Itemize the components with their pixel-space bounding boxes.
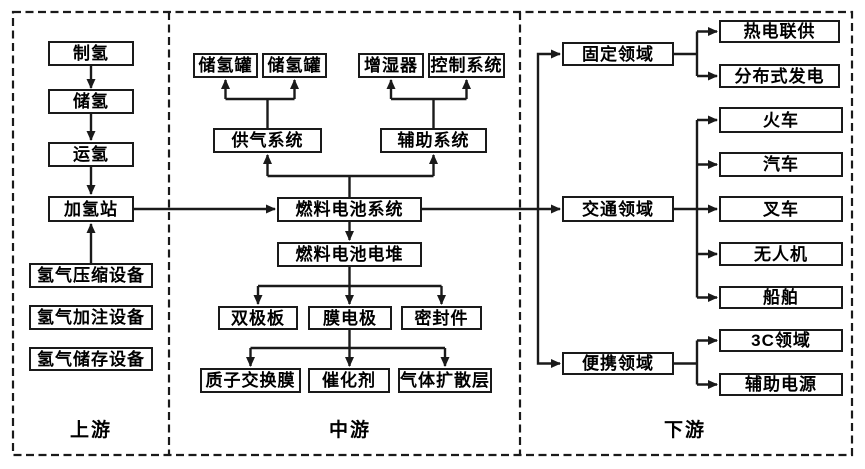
connectors bbox=[86, 27, 718, 389]
node-chp: 热电联供 bbox=[719, 20, 840, 43]
node-filling-equipment: 氢气加注设备 bbox=[29, 305, 153, 330]
node-fuel-cell-system: 燃料电池系统 bbox=[277, 197, 422, 222]
node-gas-diffusion-layer: 气体扩散层 bbox=[398, 368, 492, 393]
node-hydrogen-tank-1: 储氢罐 bbox=[193, 53, 258, 78]
node-bipolar-plate: 双极板 bbox=[218, 306, 298, 330]
node-humidifier: 增湿器 bbox=[358, 53, 424, 78]
node-stationary-field: 固定领域 bbox=[562, 42, 674, 66]
section-label-midstream: 中游 bbox=[328, 419, 371, 441]
node-auxiliary-power: 辅助电源 bbox=[719, 373, 843, 396]
node-hydrogen-transport: 运氢 bbox=[48, 142, 134, 167]
node-seal: 密封件 bbox=[401, 306, 482, 330]
connector-line bbox=[536, 49, 561, 209]
node-auxiliary-system: 辅助系统 bbox=[380, 128, 487, 153]
node-forklift: 叉车 bbox=[719, 196, 843, 222]
node-compression-equipment: 氢气压缩设备 bbox=[29, 263, 153, 288]
node-train: 火车 bbox=[719, 107, 843, 133]
node-gas-supply-system: 供气系统 bbox=[213, 128, 322, 153]
section-borders bbox=[11, 10, 854, 457]
node-proton-exchange-membrane: 质子交换膜 bbox=[200, 368, 301, 393]
node-car: 汽车 bbox=[719, 152, 843, 177]
node-storage-equipment: 氢气储存设备 bbox=[29, 347, 153, 371]
node-3c-field: 3C领域 bbox=[719, 329, 843, 352]
node-hydrogen-tank-2: 储氢罐 bbox=[262, 53, 327, 78]
node-hydrogen-production: 制氢 bbox=[48, 41, 134, 66]
section-label-upstream: 上游 bbox=[69, 419, 112, 441]
node-control-system: 控制系统 bbox=[428, 53, 505, 78]
section-label-downstream: 下游 bbox=[663, 419, 706, 441]
node-distributed-generation: 分布式发电 bbox=[719, 64, 840, 88]
node-catalyst: 催化剂 bbox=[308, 368, 390, 393]
node-ship: 船舶 bbox=[719, 286, 843, 309]
node-fuel-cell-stack: 燃料电池电堆 bbox=[277, 242, 422, 267]
node-portable-field: 便携领域 bbox=[562, 352, 674, 375]
outer-dashed-border bbox=[11, 10, 854, 457]
node-hydrogen-storage: 储氢 bbox=[48, 89, 134, 114]
connector-line bbox=[536, 209, 561, 368]
node-refueling-station: 加氢站 bbox=[48, 196, 134, 222]
node-transportation-field: 交通领域 bbox=[562, 196, 674, 222]
node-membrane-electrode: 膜电极 bbox=[308, 306, 392, 330]
node-drone: 无人机 bbox=[719, 242, 843, 266]
